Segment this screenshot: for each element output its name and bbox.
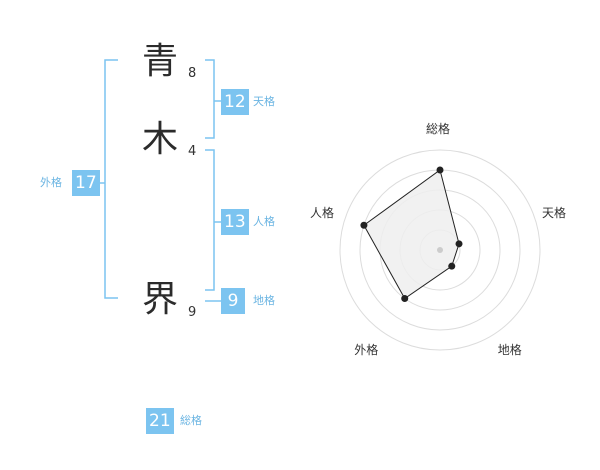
jinkaku-label: 人格 <box>253 215 275 228</box>
radar-ring <box>339 149 541 351</box>
radar-point-2 <box>455 240 463 248</box>
name-char-3-strokes: 9 <box>188 305 197 320</box>
soukaku-label: 総格 <box>180 414 202 427</box>
gaikaku-label: 外格 <box>40 176 62 189</box>
name-char-1: 青 <box>141 41 178 82</box>
radar-axis-label-2: 天格 <box>542 206 567 221</box>
name-char-3: 界 <box>141 279 178 320</box>
radar-axis-label-4: 外格 <box>354 342 379 357</box>
radar-point-4 <box>401 295 409 303</box>
chikaku-value: 9 <box>221 288 245 314</box>
soukaku-value: 21 <box>146 408 174 434</box>
name-char-1-strokes: 8 <box>188 66 197 81</box>
radar-center <box>437 247 443 253</box>
jinkaku-bracket <box>205 149 215 291</box>
radar-point-3 <box>448 262 456 270</box>
radar-axis-label-1: 総格 <box>426 122 451 136</box>
tenkaku-value: 12 <box>221 89 249 115</box>
tenkaku-label: 天格 <box>253 95 275 108</box>
radar-axis-label-3: 地格 <box>497 342 522 357</box>
radar-point-1 <box>436 166 444 174</box>
name-char-2-strokes: 4 <box>188 144 197 159</box>
jinkaku-value: 13 <box>221 209 249 235</box>
tenkaku-bracket <box>205 59 215 139</box>
chikaku-label: 地格 <box>253 294 275 307</box>
gaikaku-value: 17 <box>72 170 100 196</box>
radar-area <box>363 169 460 300</box>
name-char-2: 木 <box>141 119 178 160</box>
radar-axis-label-5: 人格 <box>309 206 334 221</box>
radar-point-5 <box>360 221 368 229</box>
gaikaku-bracket <box>104 59 118 299</box>
